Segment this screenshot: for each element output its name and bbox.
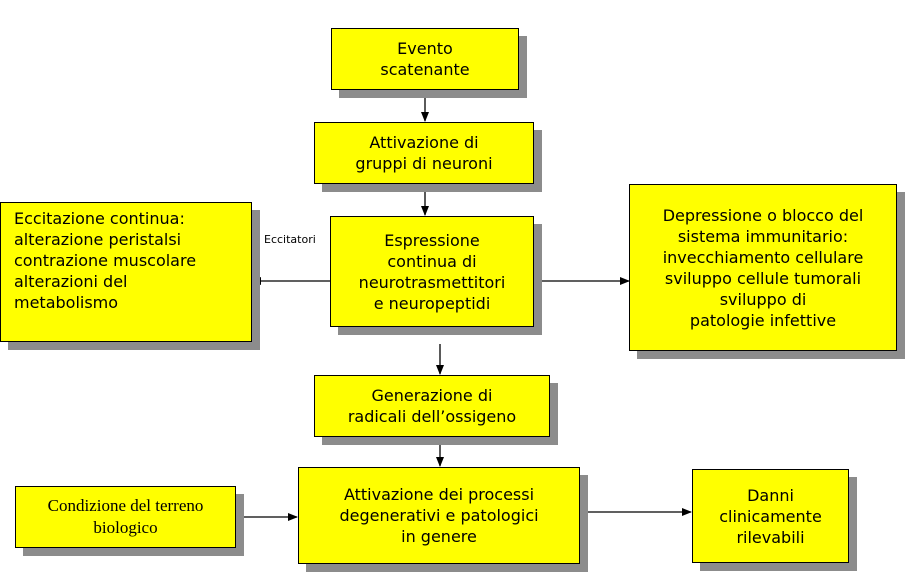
node-espressione: Espressione continua di neurotrasmettito… [330, 216, 534, 327]
node-line: Depressione o blocco del [662, 205, 864, 225]
node-line: Eccitazione continua: [14, 209, 185, 228]
node-line: sviluppo cellule tumorali [664, 268, 862, 288]
node-line: contrazione muscolare [14, 251, 197, 270]
node-attivazione-neuroni: Attivazione di gruppi di neuroni [314, 122, 534, 184]
node-line: alterazione peristalsi [14, 230, 182, 249]
node-line: in genere [401, 527, 477, 546]
node-line: neurotrasmettitori [358, 272, 506, 292]
node-line: sistema immunitario: [677, 226, 849, 246]
node-line: radicali dell’ossigeno [347, 407, 517, 426]
eccitatori-label: Eccitatori [264, 233, 316, 246]
node-line: Espressione [384, 230, 480, 250]
node-line: gruppi di neuroni [355, 154, 493, 173]
node-line: degenerativi e patologici [339, 506, 539, 525]
node-line: biologico [93, 518, 158, 537]
node-condizione-terreno: Condizione del terreno biologico [15, 486, 236, 548]
node-danni-clinici: Danni clinicamente rilevabili [692, 469, 849, 563]
node-line: metabolismo [14, 293, 119, 312]
node-line: scatenante [380, 60, 470, 79]
node-depressione-immunitario: Depressione o blocco del sistema immunit… [629, 184, 897, 351]
node-line: Danni [747, 485, 794, 505]
node-line: Condizione del terreno [47, 496, 204, 515]
node-line: Generazione di [371, 386, 493, 405]
node-line: e neuropeptidi [373, 293, 491, 313]
node-eccitazione-continua: Eccitazione continua: alterazione perist… [0, 202, 252, 342]
node-line: invecchiamento cellulare [662, 247, 864, 267]
node-attivazione-processi: Attivazione dei processi degenerativi e … [298, 467, 580, 564]
node-line: continua di [387, 251, 477, 271]
node-generazione-radicali: Generazione di radicali dell’ossigeno [314, 375, 550, 437]
node-line: sviluppo di [719, 289, 807, 309]
node-line: Attivazione dei processi [343, 485, 535, 504]
node-line: clinicamente [719, 506, 822, 526]
node-line: alterazioni del [14, 272, 128, 291]
node-evento-scatenante: Evento scatenante [331, 28, 519, 90]
node-line: Evento [397, 39, 453, 58]
node-line: patologie infettive [689, 310, 837, 330]
node-line: Attivazione di [369, 133, 479, 152]
node-line: rilevabili [736, 527, 805, 547]
